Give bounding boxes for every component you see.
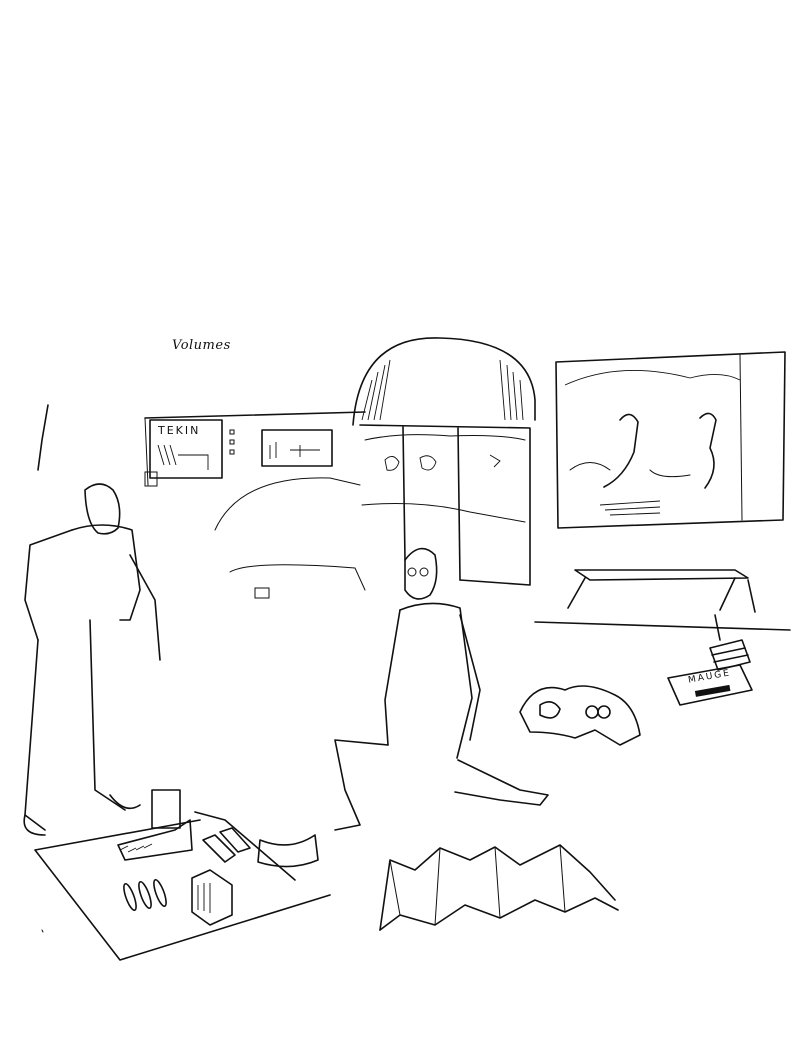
kneeling-man xyxy=(334,547,549,831)
low-bench xyxy=(567,569,756,613)
book-stack xyxy=(667,614,753,706)
stray-mark xyxy=(41,929,44,933)
folding-screen xyxy=(359,424,531,586)
floor-platform xyxy=(34,789,331,961)
poster-title-tekin: TEKIN xyxy=(158,424,201,437)
floor-outlines xyxy=(214,477,366,599)
wall-caption-volumes: Volumes xyxy=(172,338,231,353)
folded-zigzag-paper xyxy=(379,844,619,931)
room-architecture xyxy=(37,404,791,631)
arched-doorway xyxy=(352,337,536,426)
tekin-poster xyxy=(144,419,235,487)
cutout-shape xyxy=(519,685,641,746)
large-wall-painting xyxy=(555,351,786,529)
standing-man xyxy=(23,483,161,836)
small-wall-frame xyxy=(261,429,333,467)
